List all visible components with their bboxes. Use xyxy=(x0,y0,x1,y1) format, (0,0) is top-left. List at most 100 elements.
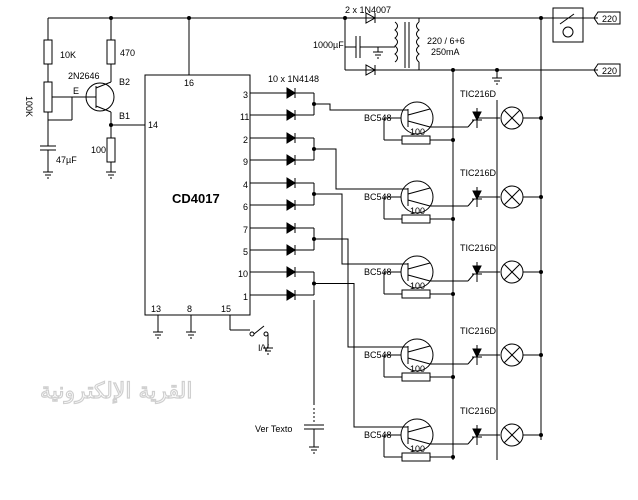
label-resistor-3: 100 xyxy=(410,364,425,374)
drive-4 xyxy=(314,283,400,428)
diode-4 xyxy=(286,177,296,189)
label-transistor-3: BC548 xyxy=(364,350,392,360)
pin-ena: 13 xyxy=(151,304,161,314)
transistor-c-3 xyxy=(407,345,431,353)
resistor-0 xyxy=(401,135,431,145)
label-100-b1: 100 xyxy=(91,145,106,155)
label-b1: B1 xyxy=(119,111,130,121)
resistor-100-b1 xyxy=(106,137,116,163)
pin-out-0: 3 xyxy=(243,90,248,100)
label-thyristor-3: TIC216D xyxy=(460,326,497,336)
diode-7 xyxy=(286,244,296,256)
mains-terminal-top xyxy=(593,11,621,25)
lamp-x2-3 xyxy=(503,346,521,364)
drive-1 xyxy=(314,148,400,190)
label-resistor-0: 100 xyxy=(410,127,425,137)
drive-3 xyxy=(314,238,400,348)
diode-8 xyxy=(286,266,296,278)
lamp-x2-0 xyxy=(503,109,521,127)
diode-1 xyxy=(286,109,296,121)
pin-out-5: 6 xyxy=(243,202,248,212)
channel-0: BC548 TIC216D 100 xyxy=(364,89,543,145)
scr-1 xyxy=(472,190,482,201)
diode-2 xyxy=(286,132,296,144)
transistor-e-4 xyxy=(407,437,431,445)
label-switch: I/V xyxy=(258,343,269,353)
label-thyristor-4: TIC216D xyxy=(460,406,497,416)
diode-3 xyxy=(286,154,296,166)
power-supply xyxy=(344,7,598,85)
label-resistor-1: 100 xyxy=(410,206,425,216)
pin-vdd: 16 xyxy=(184,78,194,88)
transistor-c-0 xyxy=(407,108,431,116)
scr-0 xyxy=(472,111,482,122)
transistor-c-4 xyxy=(407,425,431,433)
scr-gate-1 xyxy=(467,198,475,207)
resistor-3 xyxy=(401,372,431,382)
lamp-x2-2 xyxy=(503,263,521,281)
transistor-e-2 xyxy=(407,274,431,282)
scr-2 xyxy=(472,265,482,276)
label-thyristor-2: TIC216D xyxy=(460,243,497,253)
diode-6 xyxy=(286,222,296,234)
pin-out-7: 5 xyxy=(243,247,248,257)
label-470: 470 xyxy=(120,48,135,58)
label-thyristor-0: TIC216D xyxy=(460,89,497,99)
pin-out-6: 7 xyxy=(243,225,248,235)
label-10k: 10K xyxy=(60,50,76,60)
transistor-c-1 xyxy=(407,187,431,195)
scr-3 xyxy=(472,348,482,359)
pin-out-4: 4 xyxy=(243,180,248,190)
transistor-e-0 xyxy=(407,120,431,128)
pin-clk: 14 xyxy=(148,120,158,130)
label-ujt: 2N2646 xyxy=(68,71,100,81)
label-diodes-bridge: 2 x 1N4007 xyxy=(345,5,391,15)
label-ver-texto: Ver Texto xyxy=(255,424,292,434)
lamp-x2-4 xyxy=(503,426,521,444)
scr-4 xyxy=(472,428,482,439)
channel-stages: BC548TIC216D100BC548TIC216D100BC548TIC21… xyxy=(364,89,543,462)
scr-gate-3 xyxy=(467,356,475,365)
pin-reset: 15 xyxy=(221,304,231,314)
resistor-1 xyxy=(401,214,431,224)
label-diodes-logic: 10 x 1N4148 xyxy=(268,74,319,84)
lamp-x2-1 xyxy=(503,188,521,206)
label-b2: B2 xyxy=(119,77,130,87)
label-resistor-4: 100 xyxy=(410,444,425,454)
pin-out-1: 11 xyxy=(240,112,249,122)
label-transistor-1: BC548 xyxy=(364,192,392,202)
watermark-text: القرية الإلكترونية xyxy=(40,379,192,404)
ic-name: CD4017 xyxy=(172,191,220,206)
label-cap-1000: 1000µF xyxy=(313,40,344,50)
pin-gnd: 8 xyxy=(187,304,192,314)
pin-out-8: 10 xyxy=(238,269,248,279)
ic-cd4017 xyxy=(144,74,251,316)
pin-out-9: 1 xyxy=(243,292,248,302)
scr-gate-4 xyxy=(467,436,475,445)
timing-section xyxy=(40,18,145,179)
diode-9 xyxy=(286,289,296,301)
scr-gate-2 xyxy=(467,273,475,282)
label-mains-top: 220 xyxy=(602,14,617,24)
resistor-470 xyxy=(106,39,116,65)
diode-5 xyxy=(286,199,296,211)
label-transistor-4: BC548 xyxy=(364,430,392,440)
transistor-e-1 xyxy=(407,199,431,207)
label-transformer-current: 250mA xyxy=(431,47,460,57)
label-pot: 100K xyxy=(24,96,34,117)
label-resistor-2: 100 xyxy=(410,281,425,291)
power-switch-box xyxy=(552,7,584,43)
label-transformer: 220 / 6+6 xyxy=(427,36,465,46)
channel-4: BC548 TIC216D 100 xyxy=(364,406,543,462)
scr-gate-0 xyxy=(467,119,475,128)
pin-out-3: 9 xyxy=(243,157,248,167)
label-transistor-0: BC548 xyxy=(364,113,392,123)
label-mains-bottom: 220 xyxy=(602,66,617,76)
resistor-2 xyxy=(401,289,431,299)
diode-array xyxy=(250,87,400,428)
ic-ground-pins xyxy=(153,315,273,355)
ver-texto-link xyxy=(304,300,324,454)
drive-0 xyxy=(314,103,400,111)
